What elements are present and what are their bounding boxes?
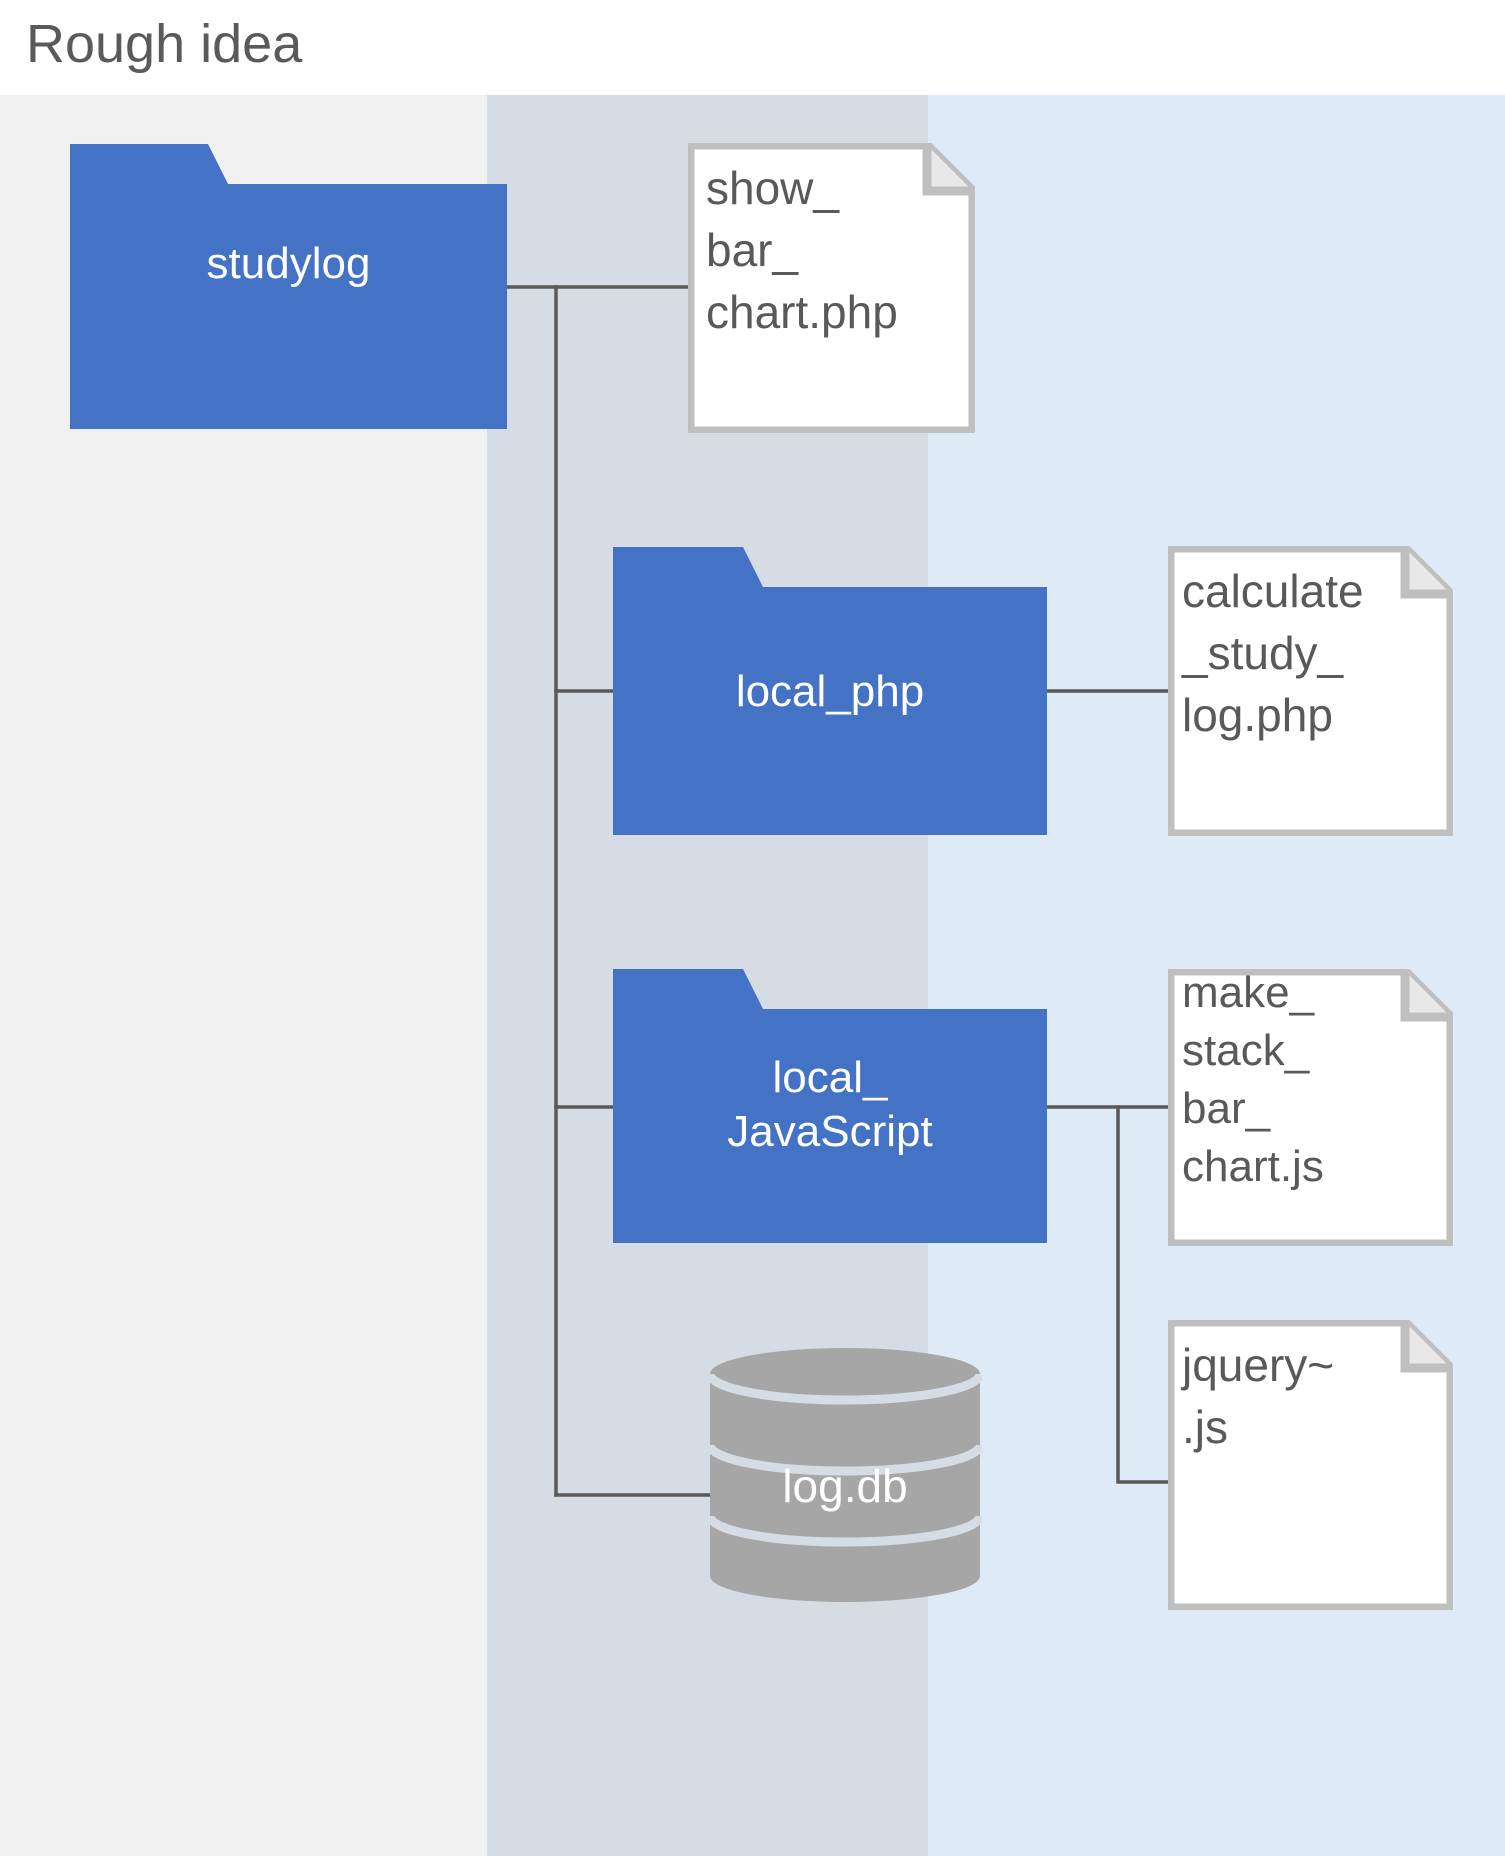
node-label-calculate-study-log: calculate _study_ log.php [1182,565,1364,741]
node-document-calculate-study-log[interactable]: calculate _study_ log.php [1168,546,1453,836]
node-document-jquery[interactable]: jquery~ .js [1168,1320,1453,1610]
node-database-log-db[interactable]: log.db [708,1348,982,1602]
document-icon [1168,546,1453,836]
node-folder-local-php[interactable]: local_php [613,547,1047,835]
node-label-jquery: jquery~ .js [1182,1339,1335,1453]
node-document-show-bar-chart[interactable]: show_ bar_ chart.php [688,143,975,433]
folder-icon [613,547,1047,835]
node-label-show-bar-chart: show_ bar_ chart.php [706,162,898,338]
node-folder-studylog[interactable]: studylog [70,144,507,429]
node-label-local-php: local_php [735,667,925,716]
folder-icon [70,144,507,429]
node-label-make-stack-bar-chart: make_ stack_ bar_ chart.js [1182,968,1324,1191]
node-label-log-db: log.db [782,1460,908,1512]
document-icon [1168,1320,1453,1610]
document-icon [1168,969,1453,1246]
node-label-studylog: studylog [206,239,371,288]
database-icon [708,1348,982,1602]
header-bar: Rough idea [0,0,1505,95]
document-icon [688,143,975,433]
node-folder-local-javascript[interactable]: local_ JavaScript [613,969,1047,1243]
folder-icon [613,969,1047,1243]
page-title: Rough idea [26,14,303,74]
node-document-make-stack-bar-chart[interactable]: make_ stack_ bar_ chart.js [1168,968,1453,1246]
node-label-local-javascript: local_ JavaScript [727,1053,933,1156]
